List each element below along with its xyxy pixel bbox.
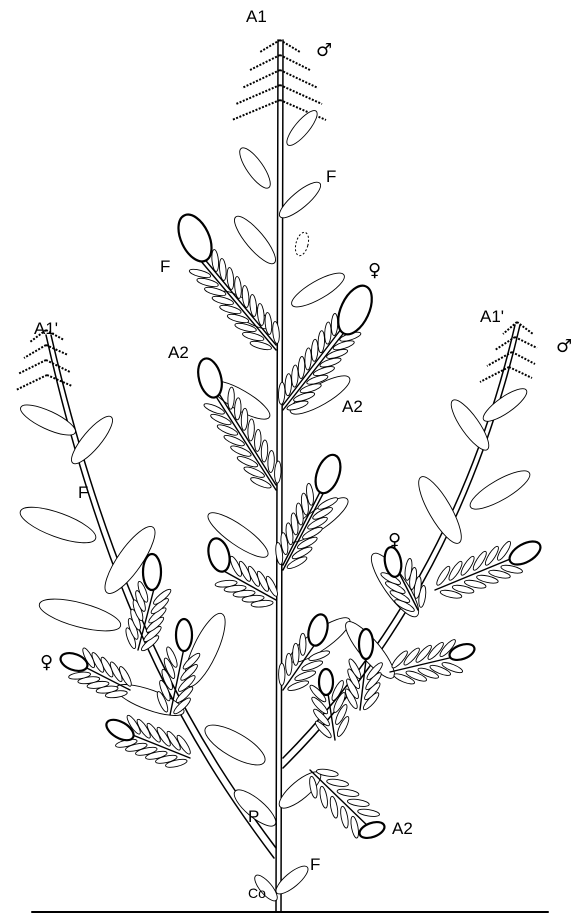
- leaflet: [247, 419, 254, 441]
- leaflet: [287, 679, 310, 693]
- leaflet: [324, 322, 331, 344]
- male-inflorescence-left: [16, 330, 72, 390]
- symbol-male-top: ♂: [316, 40, 332, 61]
- leaflet: [347, 798, 370, 808]
- label-a2-lower-right: A2: [392, 819, 413, 838]
- leaflet: [267, 450, 274, 472]
- label-a1-left: A1': [34, 319, 58, 338]
- label-a1-right: A1': [480, 307, 504, 326]
- label-p: P: [248, 807, 259, 826]
- label-f-mid: F: [160, 257, 170, 276]
- leaflet: [304, 348, 311, 370]
- symbol-female-upper: ♀: [368, 260, 381, 281]
- label-a1-top: A1: [246, 7, 267, 26]
- leaflet: [326, 778, 349, 788]
- leaflet: [279, 663, 285, 685]
- leaflet: [261, 440, 268, 462]
- leaflet: [286, 653, 292, 675]
- label-f-top: F: [326, 167, 336, 186]
- leaflet: [337, 788, 360, 798]
- leaflet: [349, 816, 359, 839]
- leaflet: [278, 382, 285, 404]
- leaflet: [274, 461, 281, 483]
- symbol-male-right: ♂: [556, 336, 572, 357]
- leaflet: [331, 313, 338, 335]
- leaflet: [293, 643, 299, 665]
- label-f-bottom: F: [310, 855, 320, 874]
- leaflet: [285, 374, 292, 396]
- leaflet: [294, 669, 317, 683]
- leaflet: [339, 806, 349, 829]
- branch-right-axis-6: [310, 770, 372, 830]
- leaflet: [291, 365, 298, 387]
- symbol-female-right: ♀: [388, 530, 401, 551]
- label-a2-upper-right: A2: [342, 397, 363, 416]
- label-co: Co: [248, 885, 266, 901]
- leaflet: [318, 331, 325, 353]
- leaflet: [301, 659, 324, 673]
- leaflet: [272, 321, 280, 343]
- label-f-left: F: [78, 483, 88, 502]
- symbol-female-left: ♀: [40, 652, 53, 673]
- leaflet: [357, 808, 380, 818]
- leaflet: [311, 339, 318, 361]
- label-a2-upper-left: A2: [168, 343, 189, 362]
- leaflet: [254, 429, 261, 451]
- leaflet: [318, 786, 328, 809]
- leaflet: [298, 356, 305, 378]
- leaflet: [329, 796, 339, 819]
- leaflet: [300, 633, 306, 655]
- leaves: [16, 107, 534, 904]
- male-inflorescence-top: [232, 40, 326, 120]
